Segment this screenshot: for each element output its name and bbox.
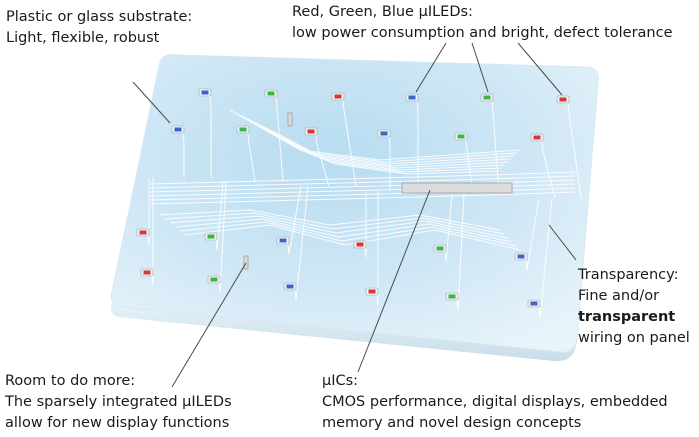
label-transparency-bold: transparent [578, 309, 676, 325]
wire-bus [149, 191, 576, 205]
red-microled [556, 95, 570, 104]
micro-ic [243, 255, 249, 270]
red-microled [331, 92, 345, 101]
wire-trace [491, 100, 500, 195]
wire-trace [215, 181, 224, 251]
wire-trace [364, 190, 367, 259]
wire-bus [149, 171, 576, 185]
label-ics-text2: memory and novel design concepts [322, 415, 582, 431]
wire-trace [287, 185, 302, 255]
wire-bus [149, 175, 576, 189]
label-transparency-text1: Fine and/or [578, 288, 660, 304]
micro-ic [401, 182, 513, 194]
blue-microled [276, 236, 290, 245]
leader-room [171, 262, 247, 388]
red-microled [304, 127, 318, 136]
wire-trace [456, 193, 465, 311]
red-microled [530, 133, 544, 142]
label-transparency-text2: wiring on panel [578, 330, 690, 346]
wire-trace [376, 190, 379, 306]
blue-microled [514, 252, 528, 261]
green-microled [236, 125, 250, 134]
wire-trace [159, 209, 501, 231]
label-rgb-leds: Red, Green, Blue µILEDs: low power consu… [292, 2, 673, 44]
wire-trace [538, 197, 553, 318]
leader-rgb-red [517, 42, 563, 96]
blue-microled [405, 93, 419, 102]
wire-trace [179, 221, 517, 247]
label-room-text1: The sparsely integrated µILEDs [5, 394, 232, 410]
substrate-panel [111, 54, 599, 353]
wire-trace [169, 215, 509, 239]
wire-trace [567, 102, 582, 199]
wire-trace [184, 224, 521, 251]
red-microled [365, 287, 379, 296]
label-room-title: Room to do more: [5, 373, 136, 389]
label-substrate-title: Plastic or glass substrate: [6, 9, 193, 25]
wire-trace [465, 139, 474, 195]
label-ics: µICs: CMOS performance, digital displays… [322, 371, 668, 434]
blue-microled [283, 282, 297, 291]
blue-microled [377, 129, 391, 138]
red-microled [136, 228, 150, 237]
label-rgb-text: low power consumption and bright, defect… [292, 25, 673, 41]
blue-microled [527, 299, 541, 308]
red-microled [353, 240, 367, 249]
green-microled [433, 244, 447, 253]
green-microled [264, 89, 278, 98]
label-transparency: Transparency: Fine and/or transparent wi… [578, 265, 690, 349]
red-microled [140, 268, 154, 277]
wire-trace [541, 140, 556, 199]
micro-ic-group [243, 112, 513, 270]
wire-trace [271, 130, 500, 175]
wire-trace [235, 112, 518, 163]
leader-transparency [548, 224, 577, 261]
wire-trace [151, 178, 154, 287]
wire-trace [388, 136, 391, 190]
leader-substrate [132, 81, 171, 124]
wire-trace [209, 95, 212, 178]
green-microled [204, 232, 218, 241]
wire-trace [247, 132, 256, 183]
wire-trace [416, 100, 419, 190]
leader-lines [132, 42, 577, 388]
micro-ic [287, 112, 293, 127]
green-microled [480, 93, 494, 102]
label-rgb-title: Red, Green, Blue µILEDs: [292, 4, 473, 20]
leader-rgb-blue [415, 42, 447, 93]
wire-trace [182, 132, 185, 178]
label-room-text2: allow for new display functions [5, 415, 230, 431]
panel-wiring [147, 95, 582, 318]
label-ics-text1: CMOS performance, digital displays, embe… [322, 394, 668, 410]
green-microled [445, 292, 459, 301]
wire-trace [525, 197, 540, 271]
green-microled [454, 132, 468, 141]
label-substrate-text: Light, flexible, robust [6, 30, 160, 46]
wire-trace [229, 109, 521, 161]
label-ics-title: µICs: [322, 373, 359, 389]
label-room: Room to do more: The sparsely integrated… [5, 371, 232, 434]
blue-microled [198, 88, 212, 97]
green-microled [207, 275, 221, 284]
leader-ics [357, 189, 431, 373]
microled-group [136, 88, 570, 308]
label-substrate: Plastic or glass substrate: Light, flexi… [6, 7, 192, 49]
label-transparency-title: Transparency: [578, 267, 679, 283]
wire-trace [174, 218, 513, 243]
wire-trace [147, 178, 150, 247]
wire-trace [275, 96, 284, 183]
wire-trace [164, 212, 505, 235]
blue-microled [171, 125, 185, 134]
wire-trace [444, 193, 453, 263]
wire-trace [294, 185, 309, 301]
leader-rgb-green [471, 42, 489, 93]
wire-trace [315, 134, 330, 187]
